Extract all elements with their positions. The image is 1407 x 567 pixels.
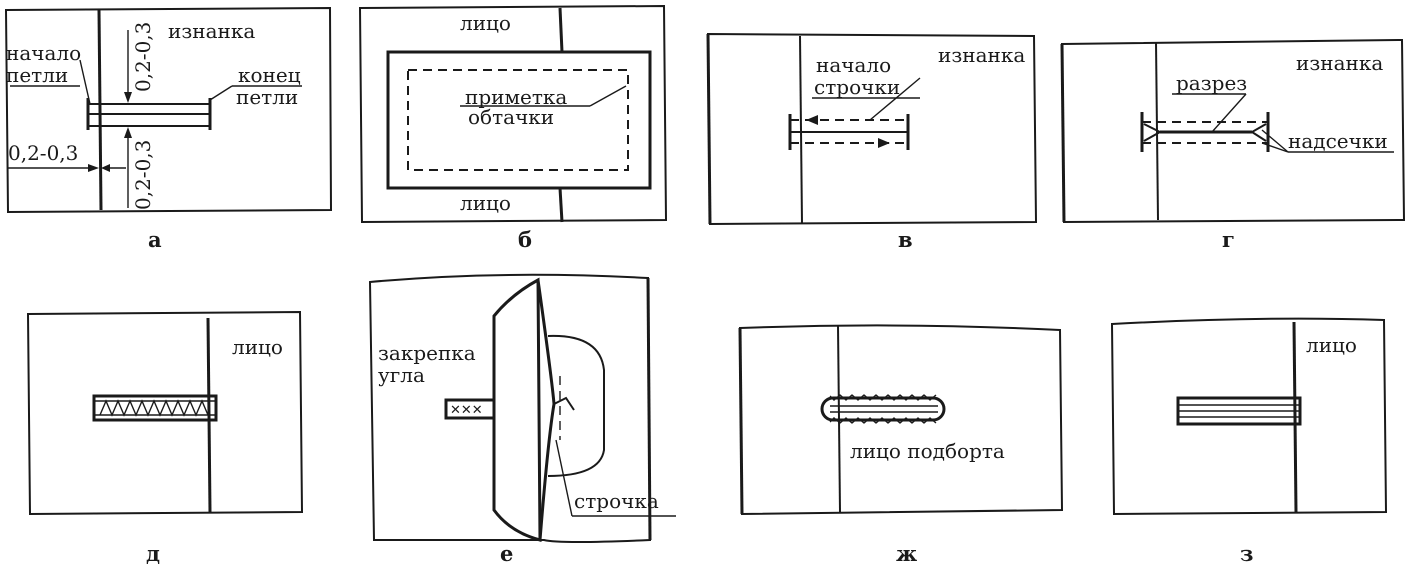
panel-z-caption: з — [1240, 541, 1253, 566]
panel-v-edge — [799, 35, 803, 225]
panel-a-leader — [79, 59, 91, 105]
panel-g-caption: г — [1222, 227, 1235, 252]
panel-zh: лицо подборта ж — [738, 324, 1064, 566]
panel-e-flap — [492, 277, 542, 542]
panel-e-leader — [555, 439, 573, 517]
panel-a-caption: а — [148, 227, 162, 252]
panel-e-tack — [553, 396, 575, 411]
panel-zh-left-edge — [738, 327, 744, 515]
panel-g-notch — [1250, 123, 1267, 142]
panel-b: лицо приметка обтачки лицо б — [358, 4, 668, 252]
panel-g-leader — [1261, 142, 1289, 153]
panel-b-edge — [558, 7, 564, 53]
panel-d-label-face: лицо — [232, 335, 283, 359]
panel-z-fabric — [1110, 317, 1388, 516]
panel-a-dim-top: 0,2-0,3 — [131, 22, 155, 92]
panel-v-label-inside: изнанка — [938, 43, 1025, 67]
panel-g-leader — [1211, 93, 1247, 133]
panel-d-caption: д — [146, 541, 160, 566]
panel-zh-caption: ж — [896, 541, 917, 566]
panel-a-dim-bottom: 0,2-0,3 — [131, 140, 155, 210]
panel-v-arrow — [878, 138, 890, 148]
panel-a-label-end-1: конец — [238, 63, 301, 87]
panel-zh-overlock — [829, 394, 937, 401]
panel-b-fabric — [358, 4, 668, 224]
panel-b-label-mark-1: приметка — [465, 85, 567, 109]
panel-b-leader — [589, 85, 627, 107]
panel-g-leader — [1261, 129, 1289, 153]
panel-e: ✕✕✕ закрепка угла строчка е — [368, 273, 676, 566]
panel-g-label-cut: разрез — [1176, 71, 1247, 95]
panel-zh-overlock — [829, 417, 937, 424]
panel-a-arrow — [124, 127, 132, 138]
panel-g-label-inside: изнанка — [1296, 51, 1383, 75]
panel-b-label-face-top: лицо — [460, 11, 511, 35]
panel-a-label-inside: изнанка — [168, 19, 255, 43]
panel-a-arrow — [101, 164, 110, 172]
panel-e-label-tack-2: угла — [378, 363, 425, 387]
panel-v-left-edge — [706, 33, 712, 225]
panel-e-label-tack-1: закрепка — [378, 341, 476, 365]
panel-b-label-mark-2: обтачки — [468, 105, 554, 129]
panel-zh-label-facing: лицо подборта — [850, 439, 1005, 463]
panel-b-facing — [386, 50, 652, 190]
panel-zh-fabric — [738, 324, 1064, 516]
panel-v-leader — [869, 77, 921, 121]
panel-v-label-start-2: строчки — [814, 75, 900, 99]
panel-e-fabric — [368, 273, 652, 543]
panel-b-label-face-bottom: лицо — [460, 191, 511, 215]
panel-e-corner-tack — [444, 398, 496, 420]
panel-a-label-end-2: петли — [236, 85, 298, 109]
panel-zh-buttonhole — [820, 396, 946, 422]
panel-d: лицо д — [26, 310, 304, 566]
panel-e-caption: е — [500, 541, 513, 566]
panel-v: изнанка начало строчки в — [706, 32, 1038, 252]
panel-e-right-edge — [646, 277, 652, 541]
panel-b-caption: б — [518, 227, 532, 252]
panel-d-fabric — [26, 310, 304, 516]
panel-e-label-stitch: строчка — [574, 489, 659, 513]
panel-a: изнанка начало петли конец петли 0,2-0,3… — [4, 6, 333, 252]
panel-g: изнанка разрез надсечки г — [1060, 38, 1406, 252]
panel-a-arrow — [124, 92, 132, 103]
panel-v-label-start-1: начало — [816, 53, 891, 77]
panel-a-leader — [209, 85, 233, 101]
panel-a-label-start-1: начало — [6, 41, 81, 65]
panel-d-zigzag — [99, 399, 209, 417]
panel-g-left-edge — [1060, 43, 1066, 223]
panel-a-dim-left: 0,2-0,3 — [8, 141, 78, 165]
panel-a-label-start-2: петли — [6, 63, 68, 87]
panel-e-xstitch: ✕✕✕ — [450, 403, 483, 418]
panel-v-arrow — [806, 115, 818, 125]
panel-e-loop — [547, 334, 605, 477]
panel-a-fabric — [4, 6, 333, 214]
panel-z: лицо з — [1110, 317, 1388, 566]
panel-z-label-face: лицо — [1306, 333, 1357, 357]
panel-a-arrow — [88, 164, 99, 172]
panel-v-caption: в — [898, 227, 913, 252]
panel-g-notch — [1143, 123, 1163, 142]
panel-d-buttonhole — [92, 394, 218, 422]
panel-g-label-notches: надсечки — [1288, 129, 1388, 153]
panel-a-edge — [97, 9, 103, 211]
panel-b-edge — [558, 187, 564, 223]
panel-b-mark — [407, 69, 629, 171]
